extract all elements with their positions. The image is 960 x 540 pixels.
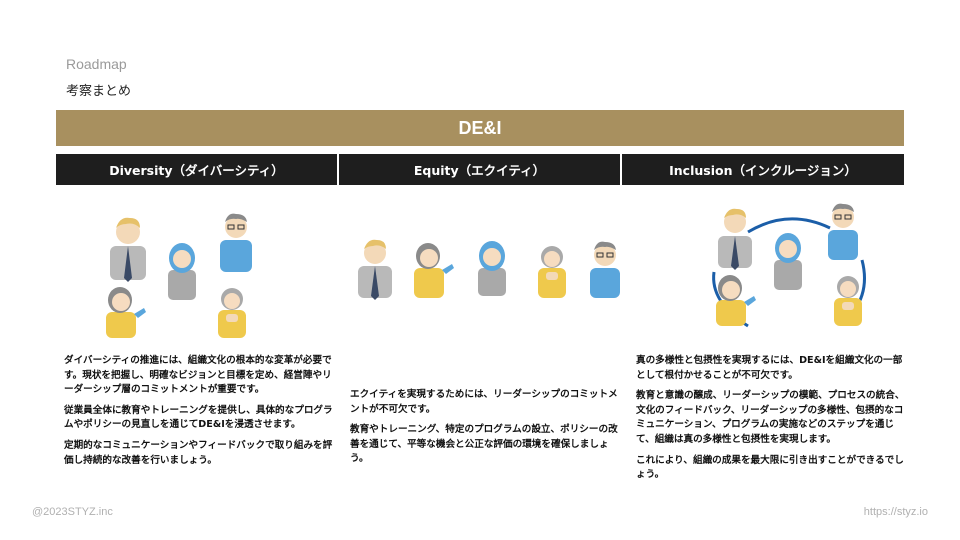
person-thinking-icon <box>106 287 146 338</box>
person-elder-icon <box>538 246 566 298</box>
person-glasses-icon <box>220 213 252 272</box>
equity-paragraph: エクイティを実現するためには、リーダーシップのコミットメントが不可欠です。 <box>350 389 618 415</box>
inclusion-paragraph: これにより、組織の成果を最大限に引き出すことができるでしょう。 <box>636 454 904 481</box>
person-suit-icon <box>110 217 146 282</box>
diversity-description: ダイバーシティの推進には、組織文化の根本的な変革が必要です。現状を把握し、明確な… <box>64 354 336 474</box>
inclusion-paragraph: 教育と意識の醸成、リーダーシップの模範、プロセスの統合、文化のフィードバック、リ… <box>636 390 905 445</box>
diversity-paragraph: ダイバーシティの推進には、組織文化の根本的な変革が必要です。現状を把握し、明確な… <box>64 355 332 396</box>
inclusion-people-illustration <box>712 203 866 328</box>
column-header-equity: Equity（エクイティ） <box>339 154 620 185</box>
footer-link[interactable]: https://styz.io <box>863 506 928 518</box>
person-glasses-icon <box>828 203 858 260</box>
person-elder-icon <box>218 288 246 338</box>
column-header-inclusion: Inclusion（インクルージョン） <box>622 154 904 185</box>
person-thinking-icon <box>716 275 756 326</box>
page-subtitle: 考察まとめ <box>66 84 132 99</box>
equity-description: エクイティを実現するためには、リーダーシップのコミットメントが不可欠です。 教育… <box>350 388 622 473</box>
equity-paragraph: 教育やトレーニング、特定のプログラムの設立、ポリシーの改善を通じて、平等な機会と… <box>350 424 618 465</box>
inclusion-paragraph: 真の多様性と包摂性を実現するには、DE&Iを組織文化の一部として根付かせることが… <box>636 355 903 381</box>
person-woman-blue-icon <box>168 243 196 300</box>
person-glasses-icon <box>590 241 620 298</box>
person-thinking-icon <box>414 243 454 298</box>
diversity-paragraph: 従業員全体に教育やトレーニングを提供し、具体的なプログラムやポリシーの見直しを通… <box>64 404 333 431</box>
diversity-paragraph: 定期的なコミュニケーションやフィードバックで取り組みを評価し持続的な改善を行いま… <box>64 439 333 466</box>
inclusion-description: 真の多様性と包摂性を実現するには、DE&Iを組織文化の一部として根付かせることが… <box>636 354 908 489</box>
eyebrow-label: Roadmap <box>66 56 127 72</box>
person-woman-blue-icon <box>774 233 802 290</box>
diversity-people-illustration <box>106 213 252 338</box>
equity-people-illustration <box>358 239 620 300</box>
dei-banner: DE&I <box>56 110 904 146</box>
footer-copyright: @2023STYZ.inc <box>32 506 113 518</box>
person-suit-icon <box>718 208 752 270</box>
person-woman-blue-icon <box>478 241 506 296</box>
column-header-diversity: Diversity（ダイバーシティ） <box>56 154 337 185</box>
person-suit-icon <box>358 239 392 300</box>
person-elder-icon <box>834 276 862 326</box>
